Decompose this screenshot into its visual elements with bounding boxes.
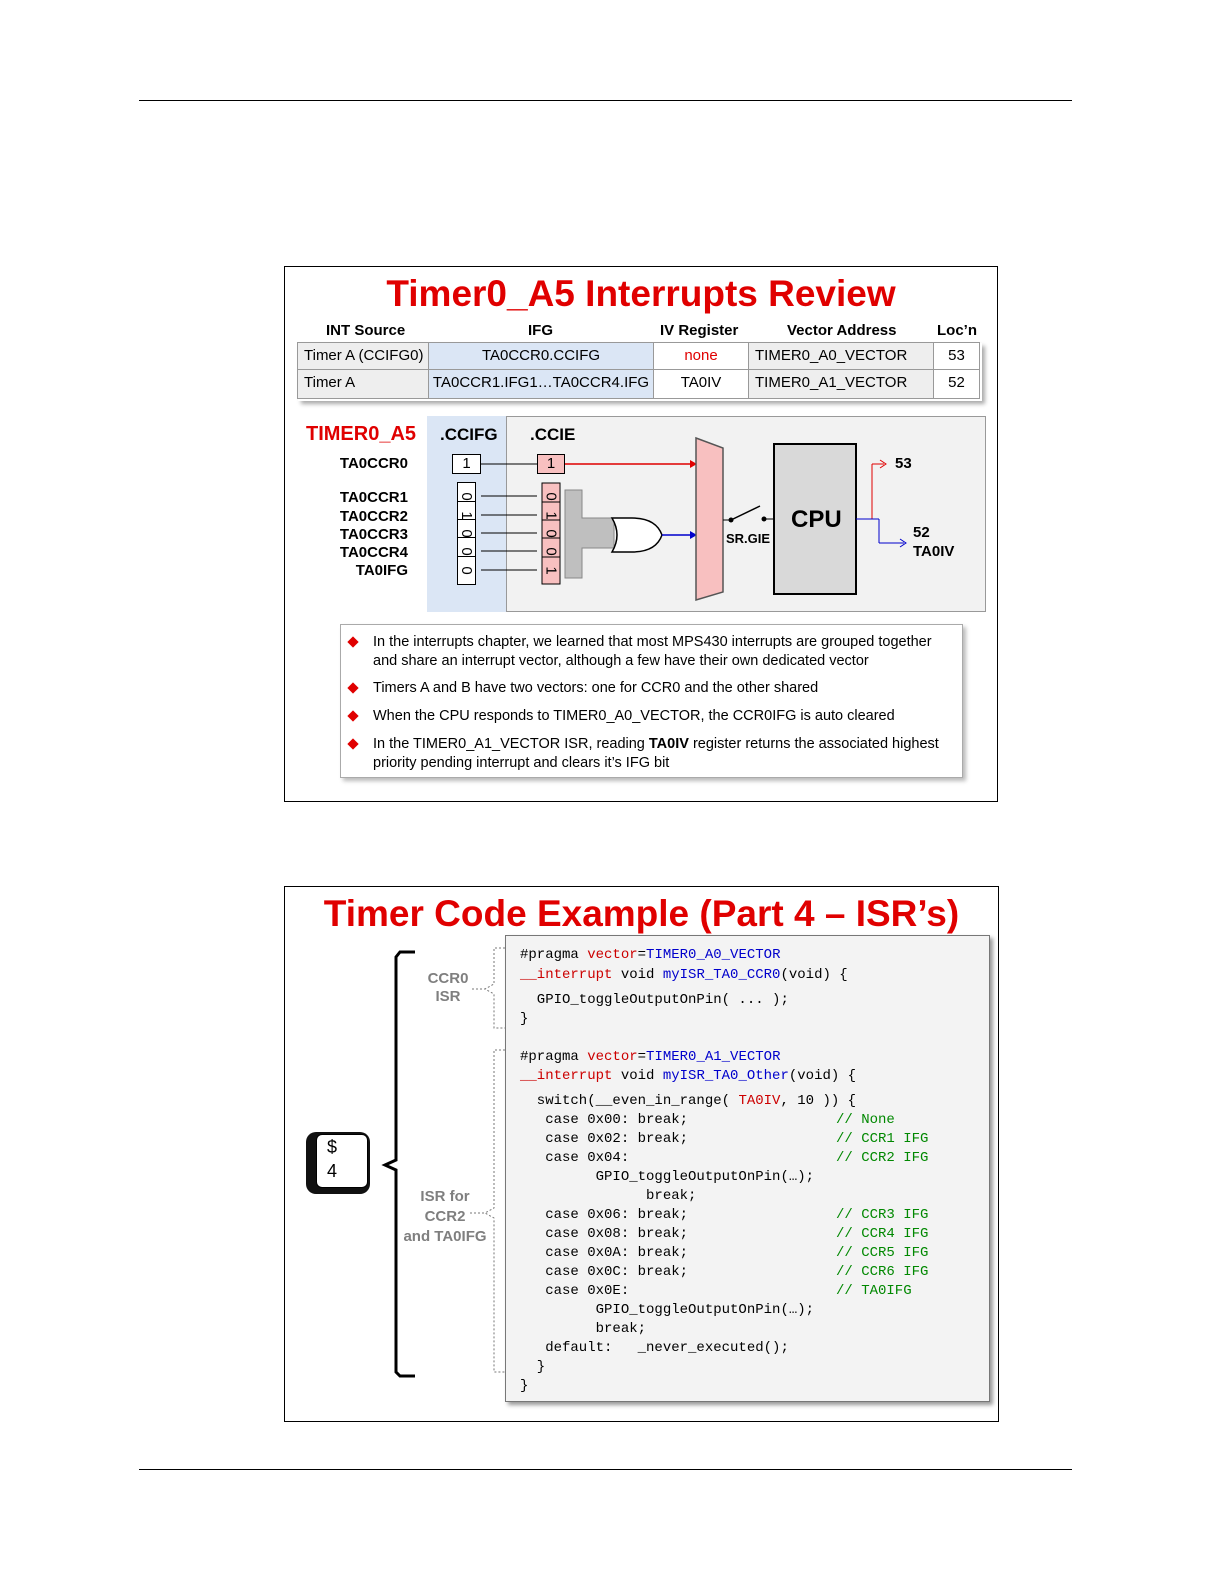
- bullet-list: In the interrupts chapter, we learned th…: [340, 624, 963, 778]
- bullet-item: In the interrupts chapter, we learned th…: [347, 633, 953, 671]
- isr-for-label: ISR for CCR2 and TA0IFG: [403, 1188, 487, 1245]
- code-comment: // CCR4 IFG: [836, 1226, 929, 1242]
- code-line: GPIO_toggleOutputOnPin(…);: [520, 1302, 815, 1318]
- table-row-2-source: Timer A: [297, 369, 429, 399]
- top-rule: [139, 100, 1072, 101]
- gie-label: SR.GIE: [726, 531, 771, 546]
- slide1-title: Timer0_A5 Interrupts Review: [386, 273, 896, 314]
- reg-label: TA0CCR2: [339, 508, 408, 525]
- reg-label: TA0IFG: [355, 562, 408, 579]
- bullet-item: In the TIMER0_A1_VECTOR ISR, reading TA0…: [347, 735, 953, 773]
- code-line: case 0x02: break;: [520, 1131, 689, 1147]
- code-line: #pragma vector=TIMER0_A0_VECTOR: [520, 947, 781, 963]
- key-bottom-glyph: 4: [327, 1161, 338, 1181]
- code-line: default: _never_executed();: [520, 1340, 789, 1356]
- slide2-title: Timer Code Example (Part 4 – ISR’s): [323, 893, 960, 934]
- th-vector-address: Vector Address: [787, 322, 897, 339]
- ccie-bit: 1: [537, 454, 565, 474]
- table-row-2-loc: 52: [933, 369, 980, 399]
- code-comment: // CCR6 IFG: [836, 1264, 929, 1280]
- th-location: Loc’n: [937, 322, 977, 339]
- code-line: #pragma vector=TIMER0_A1_VECTOR: [520, 1049, 781, 1065]
- output-52: 52: [913, 524, 930, 541]
- reg-label: TA0CCR4: [339, 544, 408, 561]
- th-iv-register: IV Register: [660, 322, 739, 339]
- code-line: break;: [520, 1321, 647, 1337]
- code-line: case 0x06: break;: [520, 1207, 689, 1223]
- key-top-glyph: $: [327, 1137, 338, 1157]
- ccifg-label: .CCIFG: [440, 425, 498, 444]
- ccr0-isr-label: CCR0 ISR: [427, 970, 469, 1005]
- reg-label: TA0CCR3: [339, 526, 408, 543]
- code-comment: // CCR1 IFG: [836, 1131, 929, 1147]
- code-comment: // None: [836, 1112, 895, 1128]
- reg-label: TA0CCR1: [339, 489, 408, 506]
- diagram-panel: [506, 416, 986, 612]
- code-line: switch(__even_in_range( TA0IV, 10 )) {: [520, 1093, 857, 1109]
- code-line: __interrupt void myISR_TA0_CCR0(void) {: [520, 967, 848, 983]
- table-row-2-vector: TIMER0_A1_VECTOR: [748, 369, 934, 399]
- code-panel: #pragma vector=TIMER0_A0_VECTOR __interr…: [505, 935, 990, 1402]
- table-row-2-ifg: TA0CCR1.IFG1…TA0CCR4.IFG: [428, 369, 654, 399]
- code-comment: // CCR3 IFG: [836, 1207, 929, 1223]
- th-int-source: INT Source: [326, 322, 406, 339]
- code-line: break;: [520, 1188, 697, 1204]
- code-line: case 0x08: break;: [520, 1226, 689, 1242]
- code-comment: // CCR2 IFG: [836, 1150, 929, 1166]
- brace-diagram: [381, 947, 505, 1378]
- table-row-1-vector: TIMER0_A0_VECTOR: [748, 342, 934, 370]
- output-ta0iv: TA0IV: [913, 543, 955, 560]
- bottom-rule: [139, 1469, 1072, 1470]
- code-line: case 0x0A: break;: [520, 1245, 689, 1261]
- interrupt-logic-diagram: [481, 436, 907, 602]
- ccie-label: .CCIE: [530, 425, 576, 444]
- keyboard-key-face: $ 4: [316, 1134, 368, 1188]
- code-line: __interrupt void myISR_TA0_Other(void) {: [520, 1068, 857, 1084]
- output-53: 53: [895, 455, 912, 472]
- code-line: }: [520, 1359, 546, 1375]
- code-comment: // CCR5 IFG: [836, 1245, 929, 1261]
- code-line: case 0x0C: break;: [520, 1264, 689, 1280]
- bullet-item: Timers A and B have two vectors: one for…: [347, 679, 953, 698]
- keyboard-key-icon: $ 4: [306, 1132, 370, 1194]
- code-comment: // TA0IFG: [836, 1283, 912, 1299]
- ccifg-bit: 1: [452, 454, 481, 474]
- bullet-item: When the CPU responds to TIMER0_A0_VECTO…: [347, 707, 953, 726]
- code-line: case 0x04:: [520, 1150, 630, 1166]
- module-label: TIMER0_A5: [306, 423, 417, 445]
- code-line: case 0x0E:: [520, 1283, 630, 1299]
- code-line: GPIO_toggleOutputOnPin( ... );: [520, 992, 789, 1008]
- code-line: }: [520, 1011, 529, 1027]
- code-line: }: [520, 1378, 529, 1394]
- code-line: case 0x00: break;: [520, 1112, 689, 1128]
- reg-label: TA0CCR0: [339, 455, 408, 472]
- th-ifg: IFG: [528, 322, 553, 339]
- cpu-label: CPU: [791, 506, 842, 533]
- code-line: GPIO_toggleOutputOnPin(…);: [520, 1169, 815, 1185]
